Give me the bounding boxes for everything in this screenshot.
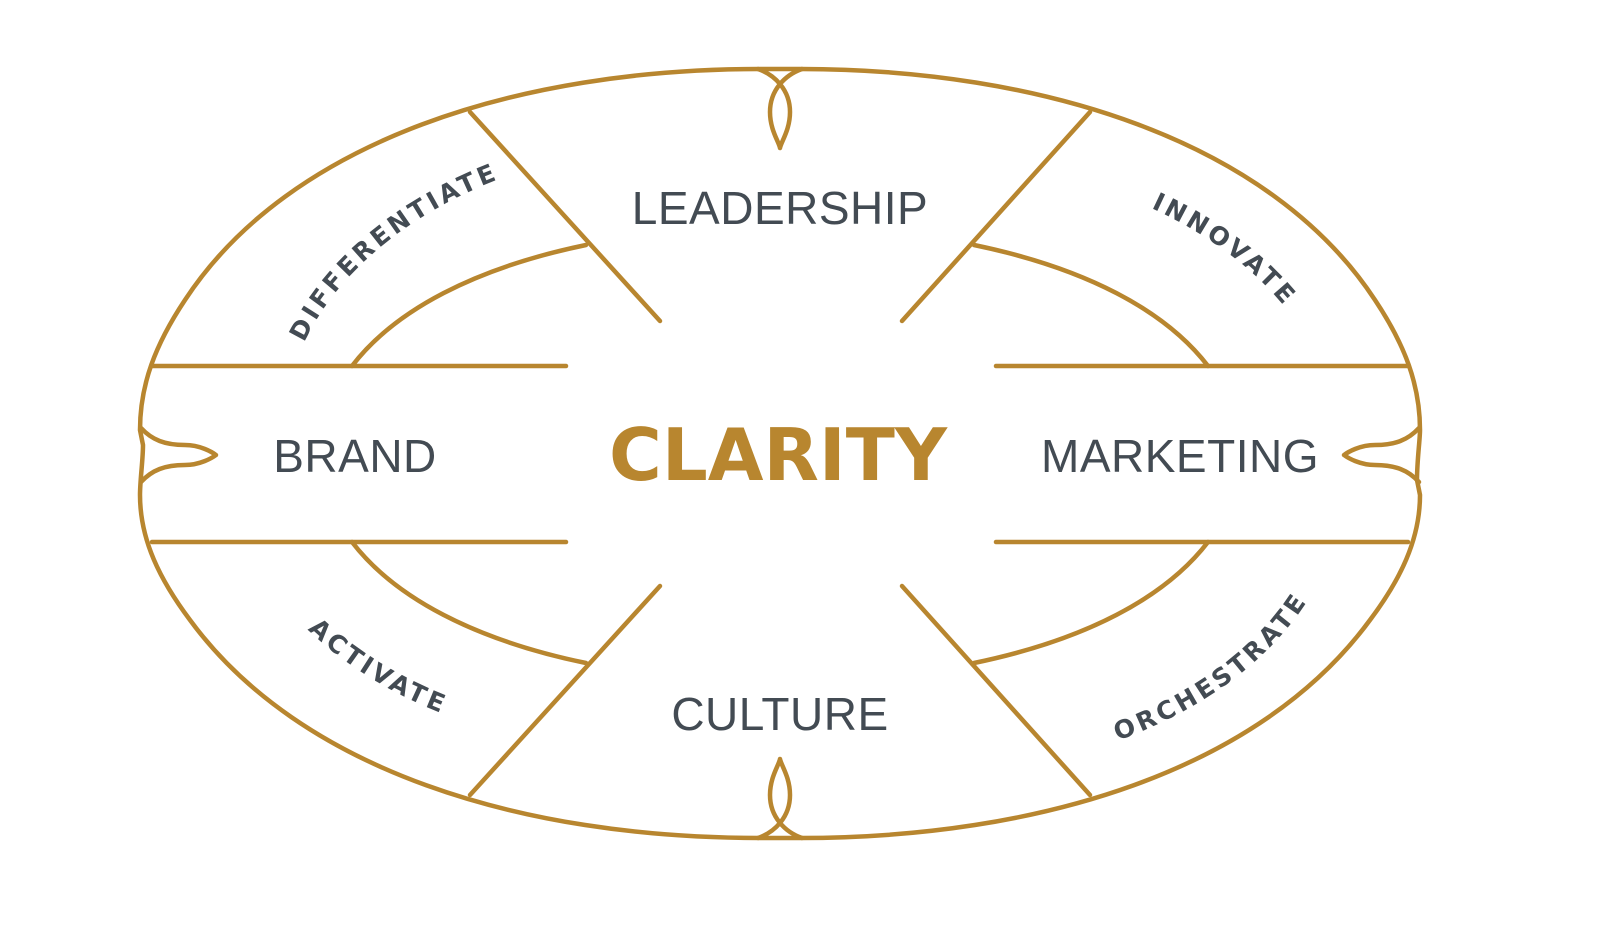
- label-clarity: CLARITY: [609, 413, 948, 497]
- inner-arc-bottom-left: [349, 539, 589, 666]
- inner-arc-top-right: [971, 242, 1211, 369]
- spoke-top-right: [899, 109, 1093, 324]
- label-innovate: INNOVATE: [1148, 187, 1303, 312]
- spoke-bottom-right: [899, 583, 1093, 798]
- bottom-knot-ornament: [755, 756, 805, 841]
- left-knot-ornament: [138, 425, 219, 485]
- label-culture: CULTURE: [671, 688, 888, 740]
- label-orchestrate: ORCHESTRATE: [1109, 586, 1313, 746]
- label-marketing: MARKETING: [1041, 430, 1319, 482]
- top-knot-ornament: [755, 66, 805, 151]
- label-activate: ACTIVATE: [303, 612, 452, 719]
- spoke-top-left: [467, 109, 663, 324]
- inner-arc-top-left: [349, 242, 589, 369]
- inner-arc-bottom-right: [971, 539, 1211, 666]
- right-knot-ornament: [1341, 425, 1422, 485]
- label-leadership: LEADERSHIP: [632, 182, 928, 234]
- label-brand: BRAND: [273, 430, 437, 482]
- spoke-bottom-left: [467, 583, 663, 798]
- label-differentiate: DIFFERENTIATE: [284, 157, 503, 345]
